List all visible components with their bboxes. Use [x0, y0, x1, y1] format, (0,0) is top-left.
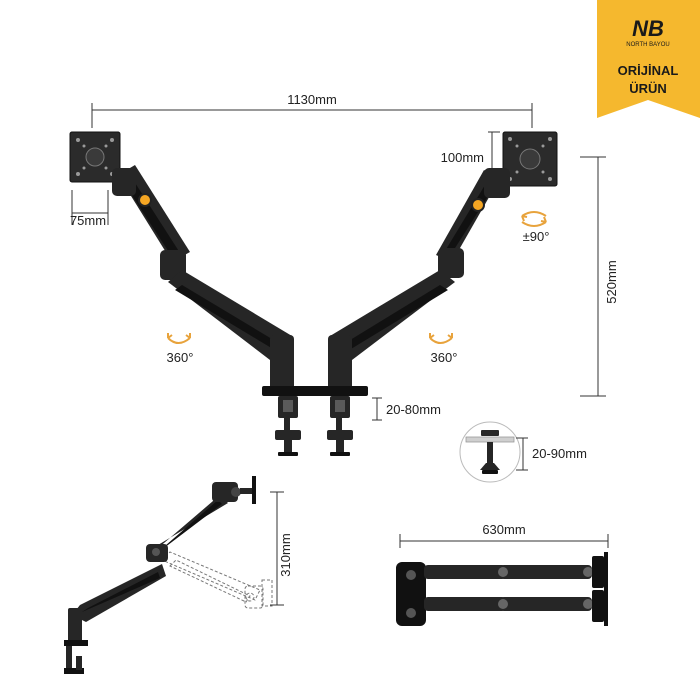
left-vesa-plate	[69, 131, 121, 183]
tilt-indicator: ±90°	[521, 211, 550, 244]
north-bayou-logo: NB NORTH BAYOU	[626, 16, 669, 48]
badge-line-2: ÜRÜN	[629, 81, 667, 96]
side-height-dimension: 310mm	[270, 491, 293, 606]
right-arm	[330, 168, 510, 360]
svg-text:520mm: 520mm	[604, 260, 619, 303]
svg-text:100mm: 100mm	[441, 150, 484, 165]
svg-text:1130mm: 1130mm	[287, 92, 337, 107]
grommet-range-dimension: 20-90mm	[516, 437, 587, 471]
top-width-dimension: 630mm	[399, 522, 609, 548]
original-product-badge: NB NORTH BAYOU ORİJİNAL ÜRÜN	[597, 0, 700, 118]
right-swivel-indicator: 360°	[429, 333, 458, 365]
top-view	[396, 552, 608, 626]
total-width-dimension: 1130mm	[91, 92, 533, 128]
left-swivel-indicator: 360°	[167, 333, 194, 365]
svg-text:310mm: 310mm	[278, 533, 293, 576]
svg-text:20-90mm: 20-90mm	[532, 446, 587, 461]
left-arm	[112, 165, 292, 360]
height-dimension: 520mm	[580, 156, 619, 397]
svg-text:NB: NB	[632, 16, 664, 41]
svg-text:630mm: 630mm	[482, 522, 525, 537]
desk-clamps	[275, 396, 353, 456]
svg-text:±90°: ±90°	[523, 229, 550, 244]
svg-text:20-80mm: 20-80mm	[386, 402, 441, 417]
svg-text:75mm: 75mm	[70, 213, 106, 228]
svg-text:360°: 360°	[167, 350, 194, 365]
plate-width-dimension: 75mm	[70, 190, 109, 228]
svg-text:360°: 360°	[431, 350, 458, 365]
left-accent-knob	[138, 193, 152, 207]
right-accent-knob	[471, 198, 485, 212]
clamp-range-dimension: 20-80mm	[372, 397, 441, 421]
side-view	[64, 476, 273, 674]
svg-text:NORTH BAYOU: NORTH BAYOU	[626, 42, 669, 48]
grommet-mount-inset	[459, 421, 521, 483]
badge-line-1: ORİJİNAL	[618, 63, 679, 78]
center-mount	[262, 335, 368, 396]
right-vesa-plate	[502, 131, 558, 187]
